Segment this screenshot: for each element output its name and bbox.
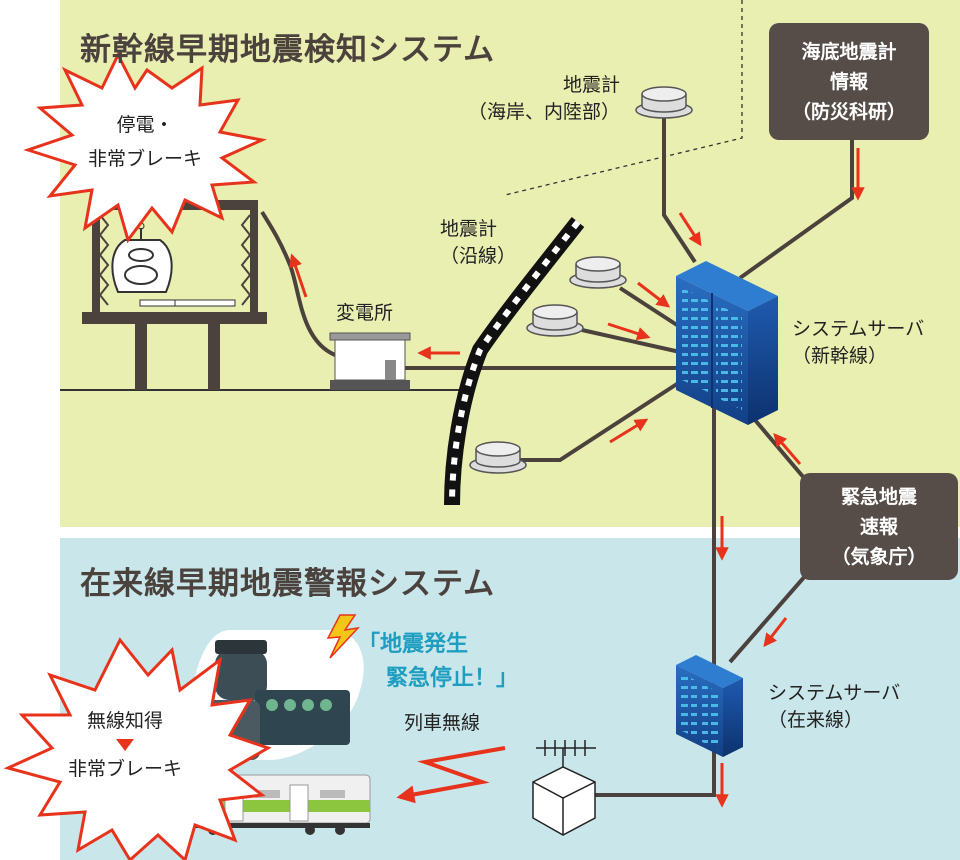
seismometer-line-icon-3 (469, 441, 527, 474)
lightning-icon (326, 614, 361, 659)
shinkansen-system-title: 新幹線早期地震検知システム (80, 32, 496, 68)
seismometer-line-line2: （沿線） (440, 245, 517, 267)
burst-shinkansen-line1: 停電・ (116, 114, 174, 136)
substation-label: 変電所 (336, 302, 394, 324)
burst-shinkansen-text: 停電・ 非常ブレーキ (70, 108, 220, 176)
shinkansen-train-icon (111, 222, 236, 307)
seismometer-coast-line1: 地震計 (562, 74, 620, 96)
train-radio-label: 列車無線 (404, 712, 481, 734)
seismometer-line-line1: 地震計 (440, 218, 498, 240)
seismometer-coast-line2: （海岸、内陸部） (467, 101, 620, 123)
server-shinkansen-icon (676, 261, 778, 425)
alert-message: 「地震発生 緊急停止！」 (358, 628, 518, 696)
server-conventional-line1: システムサーバ (768, 682, 901, 704)
radio-signal-arrow (396, 746, 506, 804)
burst-shinkansen-line2: 非常ブレーキ (87, 148, 202, 170)
seismometer-coast-icon (635, 86, 693, 119)
alert-message-line2: 緊急停止！」 (386, 666, 519, 691)
burst-conventional-line1: 無線知得 (86, 710, 163, 732)
server-shinkansen-line1: システムサーバ (792, 318, 925, 340)
substation-icon (329, 332, 411, 390)
server-conventional-line2: （在来線） (768, 709, 864, 731)
seismometer-line-icon-1 (569, 256, 627, 289)
viaduct-truss (98, 214, 252, 306)
server-shinkansen-label: システムサーバ （新幹線） (792, 316, 924, 370)
server-conventional-label: システムサーバ （在来線） (768, 680, 900, 734)
seismometer-line-icon-2 (526, 304, 584, 337)
jma-line2: 速報 (859, 515, 898, 538)
ocean-bottom-seismometer-box: 海底地震計 情報 （防災科研） (769, 23, 929, 140)
burst-shinkansen (23, 51, 267, 244)
server-shinkansen-line2: （新幹線） (792, 345, 888, 367)
jma-line1: 緊急地震 (840, 485, 917, 508)
burst-conventional-text: 無線知得 非常ブレーキ (60, 705, 190, 785)
jma-earthquake-warning-box: 緊急地震 速報 （気象庁） (800, 473, 958, 580)
red-arrows (289, 148, 865, 808)
radio-antenna-icon (532, 740, 596, 836)
burst-conventional-line2: 非常ブレーキ (67, 758, 182, 780)
ocean-bottom-line2: 情報 (829, 70, 868, 93)
seismometer-line-label: 地震計 （沿線） (440, 216, 516, 270)
ocean-bottom-line3: （防災科研） (791, 100, 906, 123)
seismometer-coast-label: 地震計 （海岸、内陸部） (460, 72, 620, 126)
boundary-dotted-line (504, 0, 743, 196)
railway-track (444, 217, 585, 506)
conventional-system-title: 在来線早期地震警報システム (80, 566, 496, 602)
alert-message-line1: 「地震発生 (358, 632, 469, 657)
server-conventional-icon (676, 655, 743, 757)
ocean-bottom-line1: 海底地震計 (801, 40, 897, 63)
connection-lines (260, 118, 854, 797)
burst-conventional (3, 637, 272, 860)
down-triangle-icon (116, 739, 134, 751)
jma-line3: （気象庁） (831, 545, 927, 568)
